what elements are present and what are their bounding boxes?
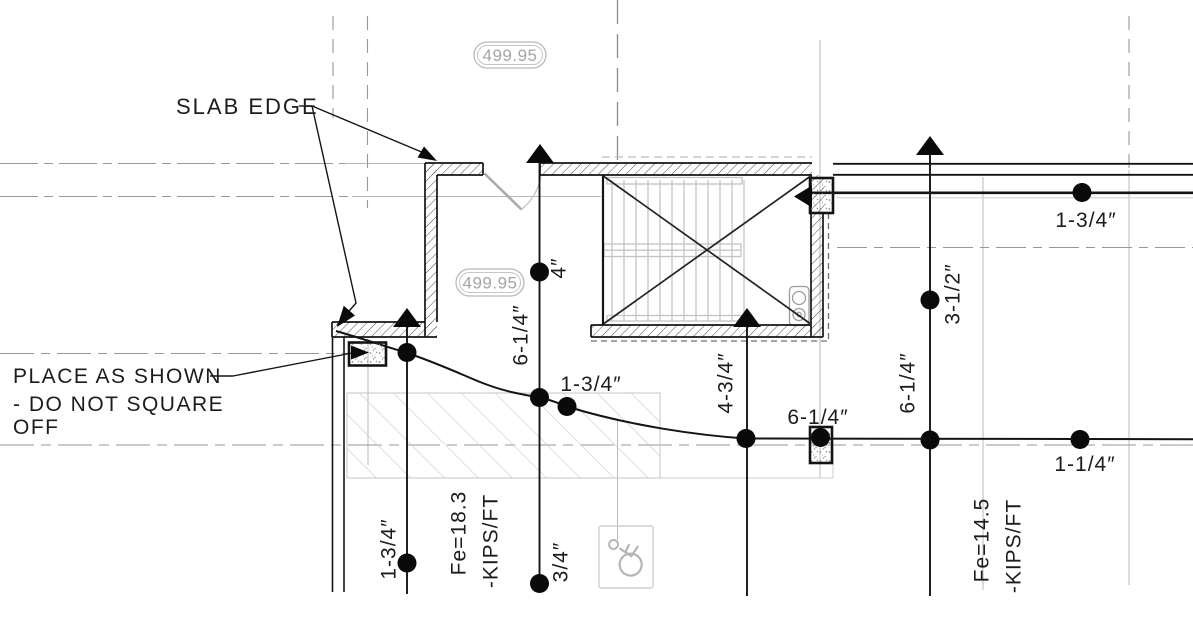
elevation-bubble-outer-2	[455, 268, 525, 297]
dim-top-right: 1-3/4″	[1055, 209, 1116, 232]
dim-mid-curve: 1-3/4″	[560, 373, 621, 396]
wheelchair-body	[618, 543, 640, 558]
dim-door-offset: 4″	[548, 257, 571, 278]
elevation-bubble-inner-2	[459, 272, 521, 293]
arrow-up-icon	[916, 136, 944, 155]
accessibility-icon	[598, 525, 654, 589]
dim-door-spacing: 6-1/4″	[510, 304, 533, 365]
force-left-line2: -KIPS/FT	[480, 494, 503, 588]
elevation-tag-lower: 499.95	[455, 268, 525, 297]
wheelchair-wheel	[618, 552, 643, 577]
wall-band-stair-bottom	[591, 325, 823, 337]
accessibility-icon-box	[598, 525, 654, 589]
point-marker	[530, 388, 549, 407]
dim-column-spacing: 6-1/4″	[787, 406, 848, 429]
dim-left-lower: 1-3/4″	[378, 518, 401, 579]
door-swing	[483, 172, 542, 211]
dim-right-spacing: 6-1/4″	[897, 352, 920, 413]
rebar-vertical-lines	[406, 155, 931, 596]
leader-arrowhead	[351, 345, 369, 360]
elevation-tag-upper: 499.95	[473, 41, 547, 69]
stair-outer-dashed	[591, 213, 830, 342]
stair-top-landing-rail	[606, 176, 743, 185]
elevation-bubble-inner	[477, 45, 543, 65]
arrow-up-icon	[733, 308, 761, 327]
dim-bottom-right: 1-1/4″	[1054, 453, 1115, 476]
point-marker	[557, 397, 577, 416]
fixture-circle-top	[791, 290, 807, 306]
stairwell-x	[603, 175, 811, 325]
elevation-value-upper: 499.95	[483, 46, 538, 65]
arrow-left-icon	[794, 185, 812, 208]
stair-fixture	[788, 285, 810, 327]
force-left-line1: Fe=18.3	[448, 491, 471, 576]
elevation-bubble-outer	[473, 41, 547, 69]
slab-hatch-region	[346, 392, 661, 479]
point-marker	[920, 430, 940, 450]
door-leaf	[483, 172, 523, 211]
point-marker	[920, 290, 940, 310]
point-markers	[397, 183, 1092, 593]
text-labels: SLAB EDGE PLACE AS SHOWN - DO NOT SQUARE…	[13, 94, 1116, 593]
stair-rails	[602, 156, 812, 322]
dim-stair-offset: 4-3/4″	[715, 352, 738, 413]
point-marker	[397, 343, 417, 362]
gridlines	[345, 40, 1193, 590]
place-note-line2: - DO NOT SQUARE	[13, 393, 224, 416]
point-marker	[1070, 430, 1090, 449]
slab-edge-callout: SLAB EDGE	[176, 94, 319, 119]
column-stair-corner	[808, 176, 835, 215]
door-arc	[521, 175, 542, 211]
wall-band-top-left	[425, 163, 483, 175]
place-note-line1: PLACE AS SHOWN	[13, 365, 222, 388]
wall-band-stair-right	[811, 175, 823, 337]
force-right-line2: -KIPS/FT	[1003, 499, 1026, 593]
point-marker	[736, 429, 756, 448]
leader-arrowhead	[417, 146, 437, 161]
wheelchair-head	[608, 538, 620, 550]
point-marker	[811, 428, 830, 447]
direction-arrows	[393, 136, 944, 327]
fixture-body	[788, 285, 810, 327]
point-marker	[397, 553, 417, 573]
dim-right-offset: 3-1/2″	[942, 263, 965, 324]
force-right-line1: Fe=14.5	[971, 498, 994, 583]
point-marker	[530, 262, 549, 282]
slab-edge-leader	[299, 105, 437, 327]
place-note-leader	[210, 345, 369, 377]
leader-arrowhead	[337, 305, 355, 327]
dim-door-lower: 3/4″	[550, 542, 573, 583]
stair-bottom-rail	[606, 314, 753, 322]
wall-band-left-vertical	[425, 163, 437, 337]
elevation-value-lower: 499.95	[463, 274, 518, 293]
wall-band-top-stair	[540, 163, 812, 175]
fixture-circle-bottom	[792, 307, 806, 322]
arrow-up-icon	[526, 144, 554, 163]
arrow-up-icon	[393, 308, 421, 327]
point-marker	[530, 574, 549, 593]
place-note-line3: OFF	[13, 416, 60, 439]
point-marker	[1072, 183, 1092, 202]
slab-edge-lines-right	[810, 162, 1193, 195]
